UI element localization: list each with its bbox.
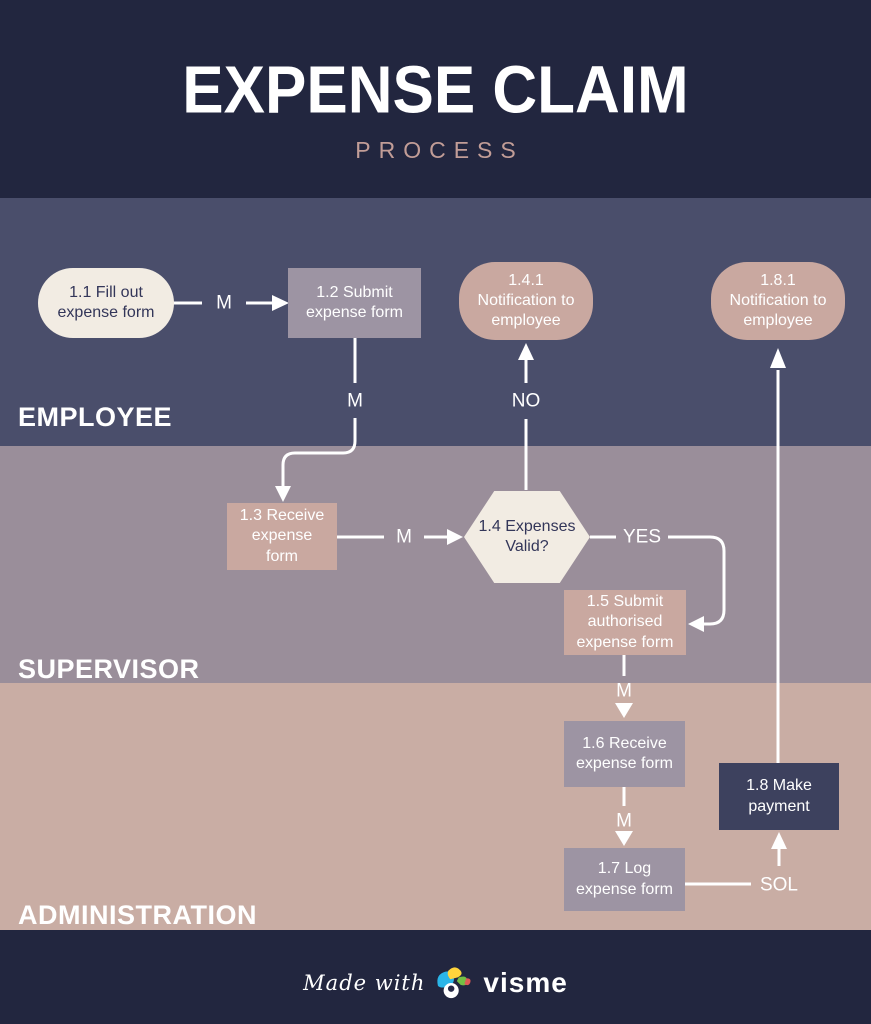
page-subtitle: PROCESS [355, 137, 524, 163]
connector-label-yes: YES [622, 526, 662, 548]
connector-label-sol: SOL [759, 874, 799, 896]
node-1-4-1-notification-to-employee: 1.4.1 Notification to employee [459, 262, 593, 340]
node-1-1-fill-out-expense-form: 1.1 Fill out expense form [38, 268, 174, 338]
lane-label-administration: ADMINISTRATION [18, 900, 257, 930]
page-title: EXPENSE CLAIM [182, 53, 689, 128]
node-1-5-submit-authorised-expense-form: 1.5 Submit authorised expense form [564, 590, 686, 655]
lane-label-employee: EMPLOYEE [18, 402, 173, 432]
node-1-7-log-expense-form: 1.7 Log expense form [564, 848, 685, 911]
connector-label-m1: M [216, 292, 232, 314]
connector-label-m5: M [616, 810, 632, 832]
connector-label-no: NO [511, 390, 541, 412]
visme-logo-icon [437, 967, 471, 999]
node-1-2-submit-expense-form: 1.2 Submit expense form [288, 268, 421, 338]
node-1-4-expenses-valid-decision: 1.4 Expenses Valid? [464, 491, 590, 583]
node-1-3-receive-expense-form: 1.3 Receive expense form [227, 503, 337, 570]
header-band [0, 0, 871, 198]
lane-supervisor [0, 446, 871, 683]
node-1-6-receive-expense-form: 1.6 Receive expense form [564, 721, 685, 787]
footer-band [0, 930, 871, 1024]
connector-label-m4: M [616, 680, 632, 702]
node-1-8-1-notification-to-employee: 1.8.1 Notification to employee [711, 262, 845, 340]
made-with-text: Made with [303, 971, 426, 995]
node-1-8-make-payment: 1.8 Make payment [719, 763, 839, 830]
lane-label-supervisor: SUPERVISOR [18, 654, 200, 684]
made-with-visme: Made with visme [0, 963, 871, 1003]
connector-label-m2: M [347, 390, 363, 412]
visme-wordmark: visme [483, 967, 568, 998]
connector-label-m3: M [396, 526, 412, 548]
